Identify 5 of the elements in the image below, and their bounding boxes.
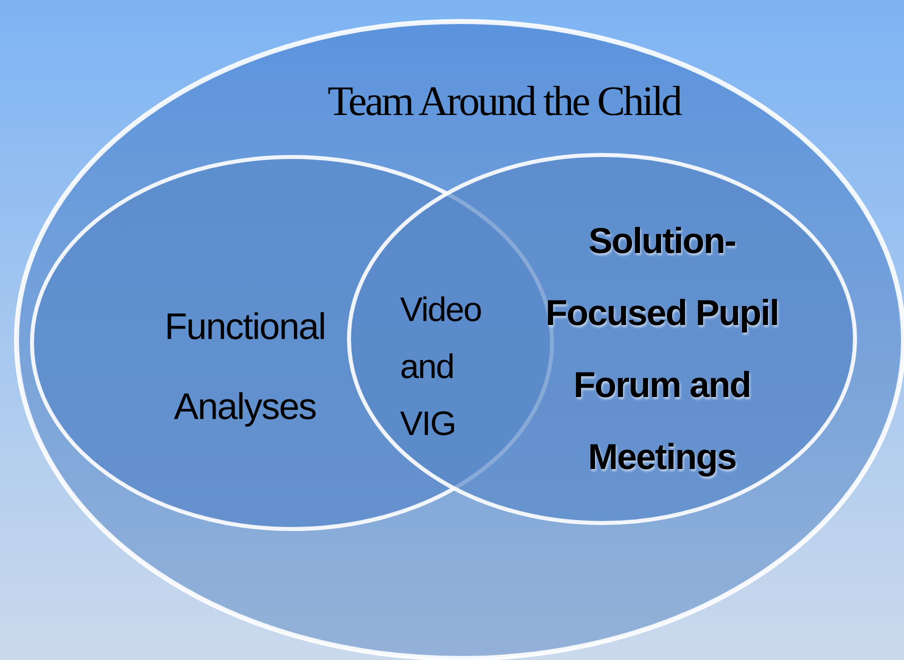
title-text: Team Around the Child	[326, 78, 682, 127]
ellipse	[347, 153, 857, 525]
ellipse-label: Functional Analyses	[164, 305, 326, 429]
ellipse-label: Solution- Focused Pupil Forum and Meetings	[544, 219, 780, 479]
overlap-label: Video and VIG	[400, 290, 482, 445]
